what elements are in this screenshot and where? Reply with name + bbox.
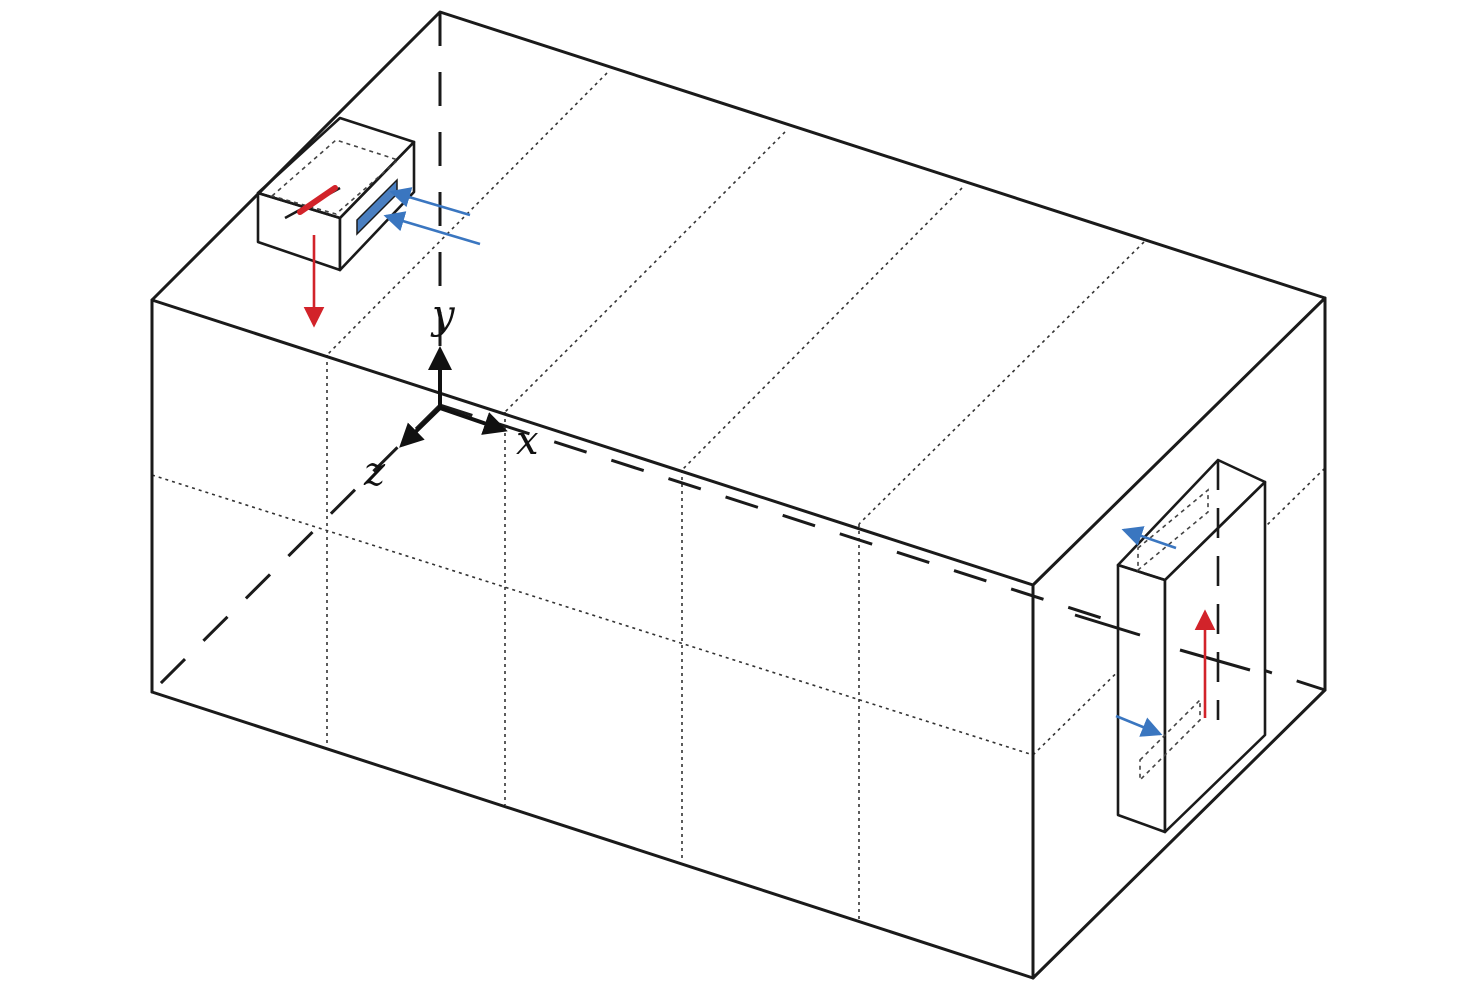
floor-unit-top-opening xyxy=(1116,458,1267,582)
front-floor-edge xyxy=(150,690,1035,980)
ceiling-unit-top-opening xyxy=(256,116,416,220)
return-air-arrow-top xyxy=(1121,526,1177,550)
floor-unit-lower-grille xyxy=(1139,698,1201,782)
ceiling-grid-line-2 xyxy=(504,131,786,413)
room-hidden-edges xyxy=(150,12,1326,694)
z-axis-label: z xyxy=(363,449,386,495)
right-floor-edge xyxy=(1031,688,1327,980)
z-axis-arrow xyxy=(399,406,442,448)
y-axis-label: y xyxy=(430,292,456,338)
floor-unit-mount-line-2 xyxy=(1179,648,1251,672)
ceiling-grid-line-4 xyxy=(858,241,1145,525)
floor-ac-unit xyxy=(1074,458,1267,834)
ceiling-grid-line-3 xyxy=(681,187,963,471)
return-air-arrow-bottom xyxy=(1115,714,1163,737)
floor-unit-front-face xyxy=(1116,563,1167,834)
floor-unit-side-face xyxy=(1163,480,1267,834)
wall-grid-horizontal xyxy=(151,474,1034,756)
coordinate-axes: y x z xyxy=(363,292,539,495)
room-outline xyxy=(150,10,1327,980)
return-air-arrow-upper xyxy=(389,187,471,217)
floor-unit-upper-grille xyxy=(1137,488,1209,572)
x-axis-label: x xyxy=(516,418,539,464)
x-axis-arrow xyxy=(439,406,508,435)
ceiling-outline xyxy=(150,10,1327,587)
ceiling-unit-supply-slot xyxy=(297,185,338,215)
side-floor-edge xyxy=(150,403,442,694)
floor-unit-mount-line-1 xyxy=(1074,613,1141,637)
ceiling-ac-unit xyxy=(256,116,481,328)
ceiling-unit-inner-edge xyxy=(270,139,400,215)
return-air-arrow-lower xyxy=(383,211,481,246)
